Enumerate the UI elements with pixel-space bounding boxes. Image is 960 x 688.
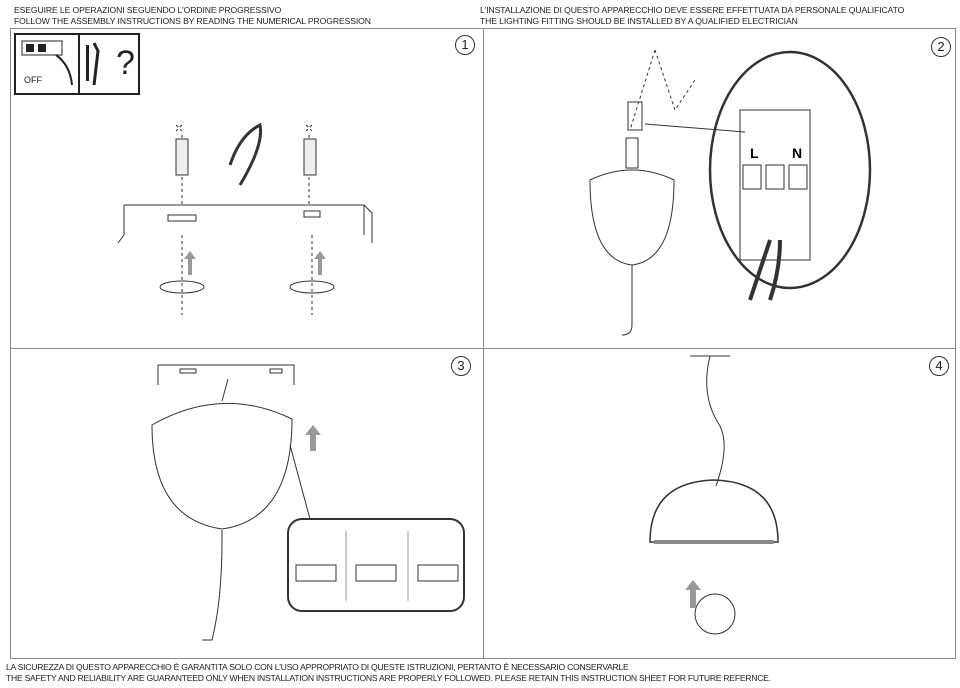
header-right-english: THE LIGHTING FITTING SHOULD BE INSTALLED…: [480, 15, 798, 26]
header-left-english: FOLLOW THE ASSEMBLY INSTRUCTIONS BY READ…: [14, 15, 371, 26]
question-mark: ?: [116, 44, 135, 82]
off-label: OFF: [24, 75, 42, 85]
step-number-2: 2: [931, 37, 951, 57]
terminal-L-label: L: [750, 145, 759, 161]
vertical-divider: [483, 28, 484, 659]
header-right-italian: L'INSTALLAZIONE DI QUESTO APPARECCHIO DE…: [480, 5, 905, 15]
header-left: ESEGUIRE LE OPERAZIONI SEGUENDO L'ORDINE…: [14, 5, 371, 26]
terminal-N-label: N: [792, 145, 802, 161]
tools-icon: [86, 42, 100, 86]
step1-bracket-illustration: [117, 122, 373, 315]
footer: LA SICUREZZA DI QUESTO APPARECCHIO È GAR…: [6, 662, 771, 684]
step-number-4: 4: [929, 356, 949, 376]
header-right: L'INSTALLAZIONE DI QUESTO APPARECCHIO DE…: [480, 5, 904, 26]
step-number-3: 3: [451, 356, 471, 376]
step3-mounting-illustration: [151, 364, 465, 641]
safety-icons-box: OFF ?: [14, 33, 140, 95]
footer-italian: LA SICUREZZA DI QUESTO APPARECCHIO È GAR…: [6, 662, 629, 672]
footer-english: THE SAFETY AND RELIABILITY ARE GUARANTEE…: [6, 673, 771, 683]
power-off-icon: OFF: [16, 35, 80, 93]
step4-finished-lamp-illustration: [649, 355, 779, 635]
horizontal-divider: [10, 348, 956, 349]
header-left-italian: ESEGUIRE LE OPERAZIONI SEGUENDO L'ORDINE…: [14, 5, 282, 15]
step2-wiring-illustration: L N: [589, 49, 872, 336]
step-number-1: 1: [455, 35, 475, 55]
